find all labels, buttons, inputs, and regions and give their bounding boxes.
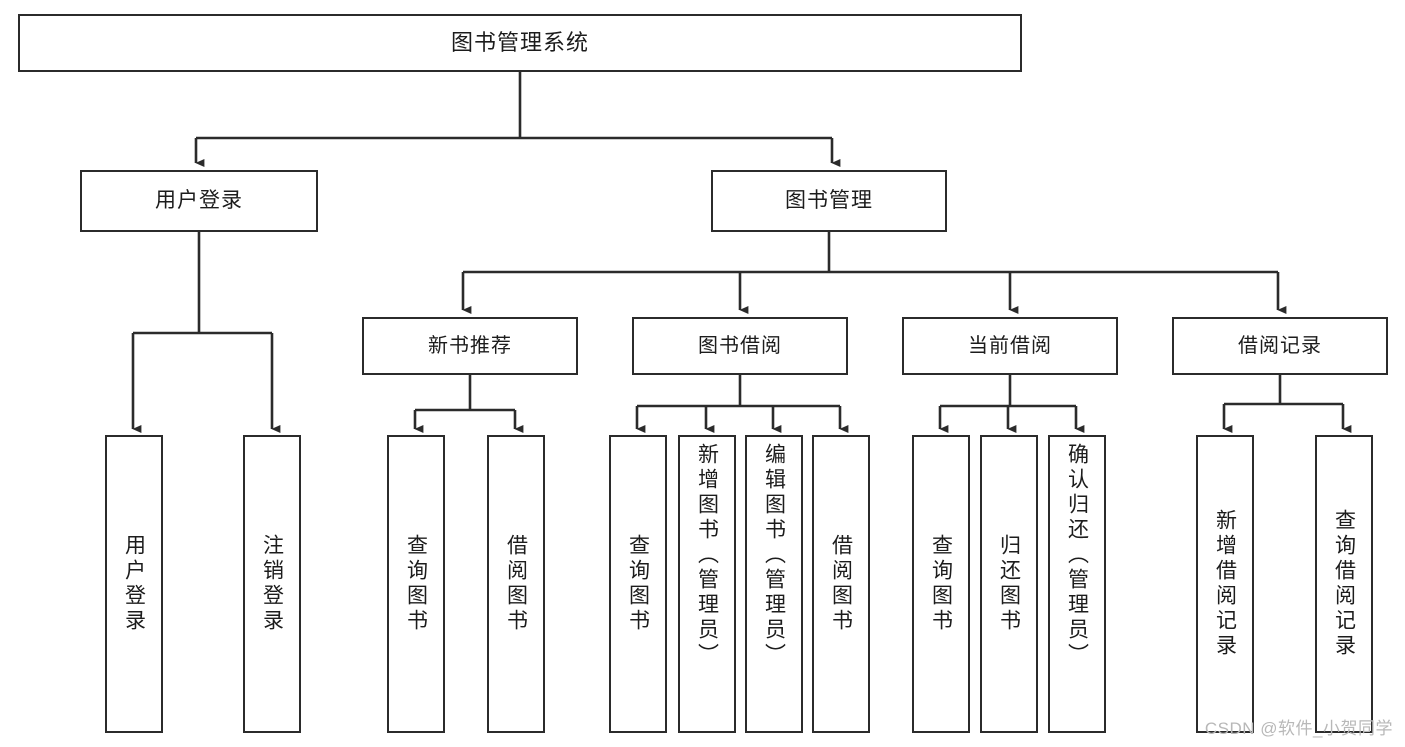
- node-current-borrow[interactable]: 当前借阅: [902, 317, 1118, 375]
- leaf-book-borrow-edit-book-admin[interactable]: 编辑图书（管理员）: [745, 435, 803, 733]
- node-book-borrow[interactable]: 图书借阅: [632, 317, 848, 375]
- leaf-book-borrow-add-book-admin[interactable]: 新增图书（管理员）: [678, 435, 736, 733]
- node-label: 图书借阅: [698, 335, 782, 357]
- node-label: 归还图书: [997, 534, 1021, 634]
- leaf-current-borrow-query-book[interactable]: 查询图书: [912, 435, 970, 733]
- node-label: 图书管理系统: [450, 29, 589, 55]
- leaf-borrow-record-query-record[interactable]: 查询借阅记录: [1315, 435, 1373, 733]
- node-label: 查询图书: [404, 534, 428, 634]
- leaf-new-book-borrow-book[interactable]: 借阅图书: [487, 435, 545, 733]
- node-label: 借阅图书: [504, 534, 528, 634]
- node-label: 借阅记录: [1238, 335, 1322, 357]
- leaf-new-book-query-book[interactable]: 查询图书: [387, 435, 445, 733]
- node-new-book-recommend[interactable]: 新书推荐: [362, 317, 578, 375]
- node-label: 查询图书: [929, 534, 953, 634]
- leaf-current-borrow-confirm-return-admin[interactable]: 确认归还（管理员）: [1048, 435, 1106, 733]
- node-root-system[interactable]: 图书管理系统: [18, 14, 1022, 72]
- watermark-text: CSDN @软件_小贺同学: [1204, 719, 1393, 738]
- node-label: 新增借阅记录: [1213, 509, 1237, 659]
- node-label: 注销登录: [260, 534, 284, 634]
- node-borrow-record[interactable]: 借阅记录: [1172, 317, 1388, 375]
- leaf-book-borrow-borrow-book[interactable]: 借阅图书: [812, 435, 870, 733]
- node-book-management[interactable]: 图书管理: [711, 170, 947, 232]
- node-label: 查询借阅记录: [1332, 509, 1356, 659]
- leaf-user-login-logout[interactable]: 注销登录: [243, 435, 301, 733]
- node-label: 图书管理: [785, 189, 873, 213]
- leaf-current-borrow-return-book[interactable]: 归还图书: [980, 435, 1038, 733]
- node-user-login[interactable]: 用户登录: [80, 170, 318, 232]
- node-label: 查询图书: [626, 534, 650, 634]
- leaf-user-login-login[interactable]: 用户登录: [105, 435, 163, 733]
- node-label: 新增图书（管理员）: [695, 443, 719, 668]
- node-label: 编辑图书（管理员）: [762, 443, 786, 668]
- node-label: 用户登录: [122, 534, 146, 634]
- node-label: 新书推荐: [428, 335, 512, 357]
- node-label: 用户登录: [155, 189, 243, 213]
- leaf-book-borrow-query-book[interactable]: 查询图书: [609, 435, 667, 733]
- leaf-borrow-record-add-record[interactable]: 新增借阅记录: [1196, 435, 1254, 733]
- node-label: 当前借阅: [968, 335, 1052, 357]
- node-label: 确认归还（管理员）: [1065, 443, 1089, 668]
- node-label: 借阅图书: [829, 534, 853, 634]
